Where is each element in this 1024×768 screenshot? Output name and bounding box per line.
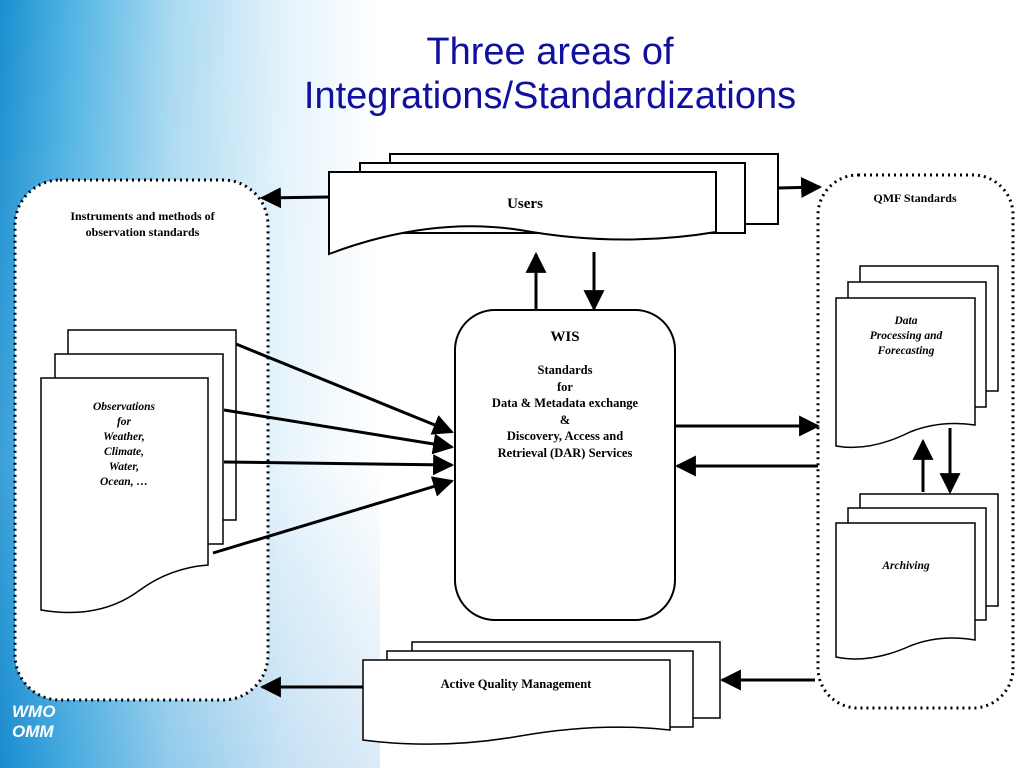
- quality-document-stack: [362, 641, 721, 745]
- archiving-document-stack: [835, 493, 999, 660]
- observations-document-stack: [40, 329, 237, 614]
- archiving-label: Archiving: [882, 560, 930, 572]
- users-label: Users: [507, 196, 543, 212]
- processing-document-stack: [835, 265, 999, 449]
- arrow-users-to-left-panel: [259, 187, 330, 209]
- slide-title: Three areas of Integrations/Standardizat…: [200, 30, 900, 118]
- wmo-logo: WMO OMM: [12, 702, 72, 742]
- connector-arrows: [212, 176, 961, 698]
- observations-line-1: Observations: [93, 401, 155, 413]
- wis-box: [454, 309, 676, 621]
- arrow-obs-to-wis-3: [223, 454, 455, 476]
- wis-line-6: Retrieval (DAR) Services: [497, 445, 633, 460]
- processing-line-3: Forecasting: [877, 345, 935, 357]
- wis-line-1: Standards: [537, 363, 593, 377]
- wis-line-5: Discovery, Access and: [506, 429, 624, 443]
- observations-line-5: Water,: [108, 461, 140, 473]
- observations-label: Observations for Weather, Climate, Water…: [54, 400, 194, 490]
- logo-line-omm: OMM: [12, 722, 54, 741]
- processing-line-1: Data: [894, 315, 918, 327]
- arrow-obs-to-wis-1: [235, 342, 454, 435]
- left-panel-title: Instruments and methods of observation s…: [30, 208, 255, 240]
- wis-line-4: &: [559, 412, 571, 427]
- left-panel-title-line-1: Instruments and methods of: [70, 209, 215, 223]
- arrow-obs-to-wis-2: [223, 408, 455, 455]
- observations-line-6: Ocean, …: [100, 476, 148, 488]
- observations-line-2: for: [116, 416, 132, 428]
- wis-title: WIS: [550, 329, 580, 345]
- left-panel-title-line-2: observation standards: [85, 225, 200, 239]
- observations-line-4: Climate,: [104, 446, 144, 458]
- processing-line-2: Processing and: [869, 330, 943, 342]
- users-document-stack: [328, 153, 779, 256]
- processing-label: Data Processing and Forecasting: [845, 314, 967, 359]
- arrow-users-to-qmf: [777, 176, 823, 198]
- wis-line-2: for: [557, 379, 573, 394]
- observations-line-3: Weather,: [103, 431, 145, 443]
- wis-line-3: Data & Metadata exchange: [491, 396, 639, 410]
- logo-line-wmo: WMO: [12, 702, 56, 721]
- quality-label: Active Quality Management: [440, 677, 592, 691]
- right-panel-title: QMF Standards: [873, 191, 957, 205]
- wis-description: Standards for Data & Metadata exchange &…: [460, 362, 670, 461]
- arrow-obs-to-wis-4: [212, 476, 455, 555]
- slide-title-line-2: Integrations/Standardizations: [303, 75, 797, 117]
- slide-title-line-1: Three areas of: [426, 31, 674, 73]
